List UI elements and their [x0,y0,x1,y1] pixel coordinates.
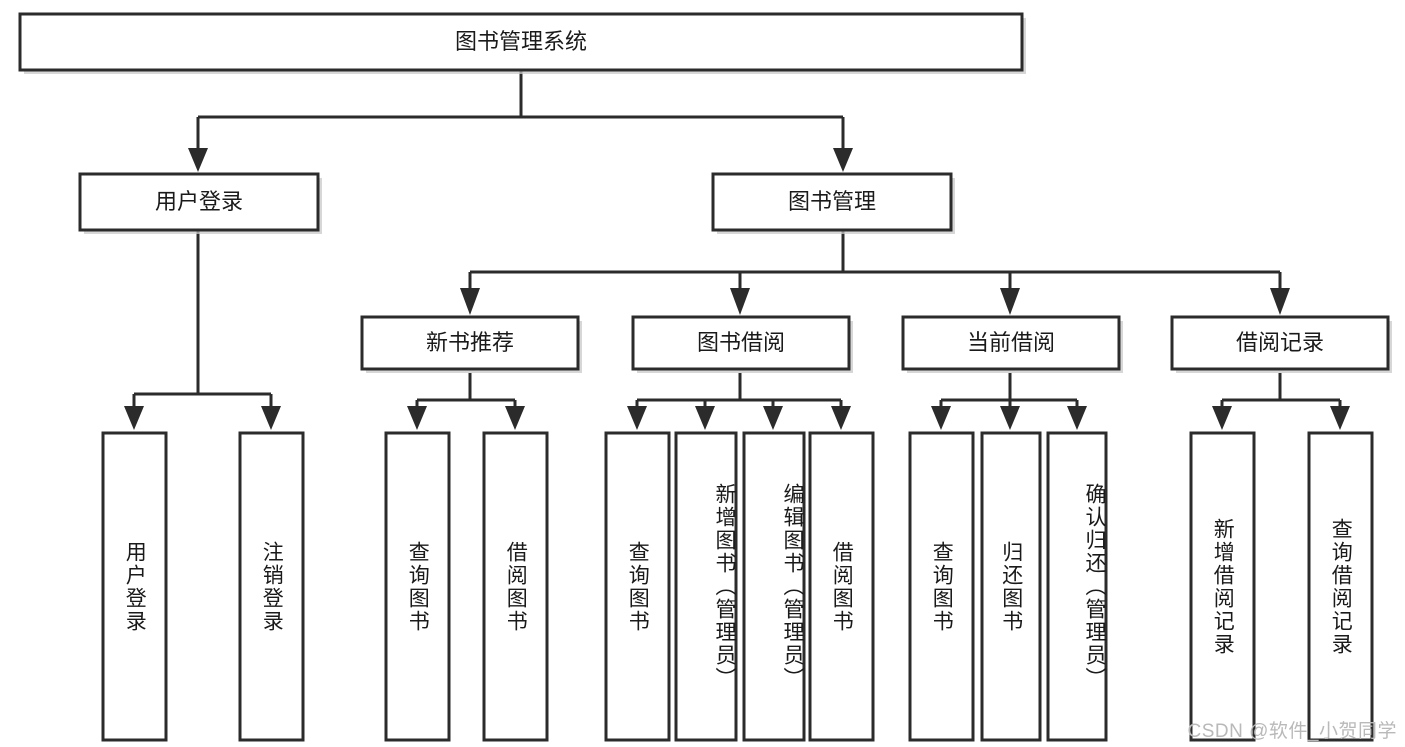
leaf-box-add-book[interactable] [674,431,738,742]
leaf-box-query-book-3[interactable] [908,431,975,742]
arrow-to-leaf-borrow-book-2 [831,406,851,430]
book-borrow-box[interactable] [631,315,851,371]
node-root[interactable]: 图书管理系统 [18,12,1026,74]
root-box[interactable] [18,12,1024,72]
arrow-to-leaf-query-book-1 [407,406,427,430]
borrow-record-box[interactable] [1170,315,1390,371]
arrow-to-leaf-add-borrow-record [1212,406,1232,430]
node-book-borrow[interactable]: 图书借阅 [631,315,853,373]
arrow-to-leaf-logout-login [261,406,281,430]
arrow-to-leaf-return-book [1000,406,1020,430]
leaf-box-user-login[interactable] [101,431,168,742]
arrow-to-borrow-record [1270,288,1290,315]
new-book-recommend-box[interactable] [360,315,580,371]
root-label: 图书管理系统 [455,29,587,54]
leaf-box-query-borrow-record[interactable] [1307,431,1374,742]
leaf-box-query-book-1[interactable] [384,431,451,742]
new-book-recommend-label: 新书推荐 [426,330,514,355]
node-current-borrow[interactable]: 当前借阅 [901,315,1123,373]
arrow-to-book-management [833,148,853,172]
borrow-record-label: 借阅记录 [1236,330,1324,355]
arrow-to-leaf-query-book-2 [627,406,647,430]
csdn-watermark: CSDN @软件_小贺同学 [1187,721,1397,742]
book-borrow-label: 图书借阅 [697,330,785,355]
arrow-to-current-borrow [1000,288,1020,315]
node-new-book-recommend[interactable]: 新书推荐 [360,315,582,373]
leaf-box-query-book-2[interactable] [604,431,671,742]
leaf-boxes-layer [101,431,1374,742]
arrow-to-leaf-user-login [124,406,144,430]
leaf-box-add-borrow-record[interactable] [1189,431,1256,742]
leaf-box-edit-book[interactable] [742,431,806,742]
arrow-to-user-login [188,148,208,172]
arrow-to-leaf-add-book [695,406,715,430]
arrow-to-leaf-confirm-return [1067,406,1087,430]
arrow-to-book-borrow [730,288,750,315]
arrow-to-leaf-edit-book [763,406,783,430]
edge-book-management-bus [468,231,1282,295]
user-login-box[interactable] [78,172,320,232]
arrow-to-leaf-query-book-3 [931,406,951,430]
arrow-to-leaf-borrow-book-1 [505,406,525,430]
edges-layer [124,71,1350,430]
arrow-to-leaf-query-borrow-record [1330,406,1350,430]
arrow-to-new-book-recommend [460,288,480,315]
leaf-box-borrow-book-1[interactable] [482,431,549,742]
node-user-login[interactable]: 用户登录 [78,172,322,234]
edge-new-book-recommend-bus [415,373,517,412]
leaf-box-return-book[interactable] [980,431,1042,742]
current-borrow-label: 当前借阅 [967,330,1055,355]
node-book-management[interactable]: 图书管理 [711,172,955,234]
book-management-label: 图书管理 [788,189,876,214]
current-borrow-box[interactable] [901,315,1121,371]
leaf-box-logout-login[interactable] [238,431,305,742]
edge-root-bus [196,71,845,155]
edge-borrow-record-bus [1220,373,1342,412]
edge-user-login-bus [132,231,273,412]
leaf-box-confirm-return[interactable] [1046,431,1108,742]
edge-book-borrow-bus [635,373,843,412]
user-login-label: 用户登录 [155,189,243,214]
book-management-box[interactable] [711,172,953,232]
node-borrow-record[interactable]: 借阅记录 [1170,315,1392,373]
leaf-box-borrow-book-2[interactable] [808,431,875,742]
